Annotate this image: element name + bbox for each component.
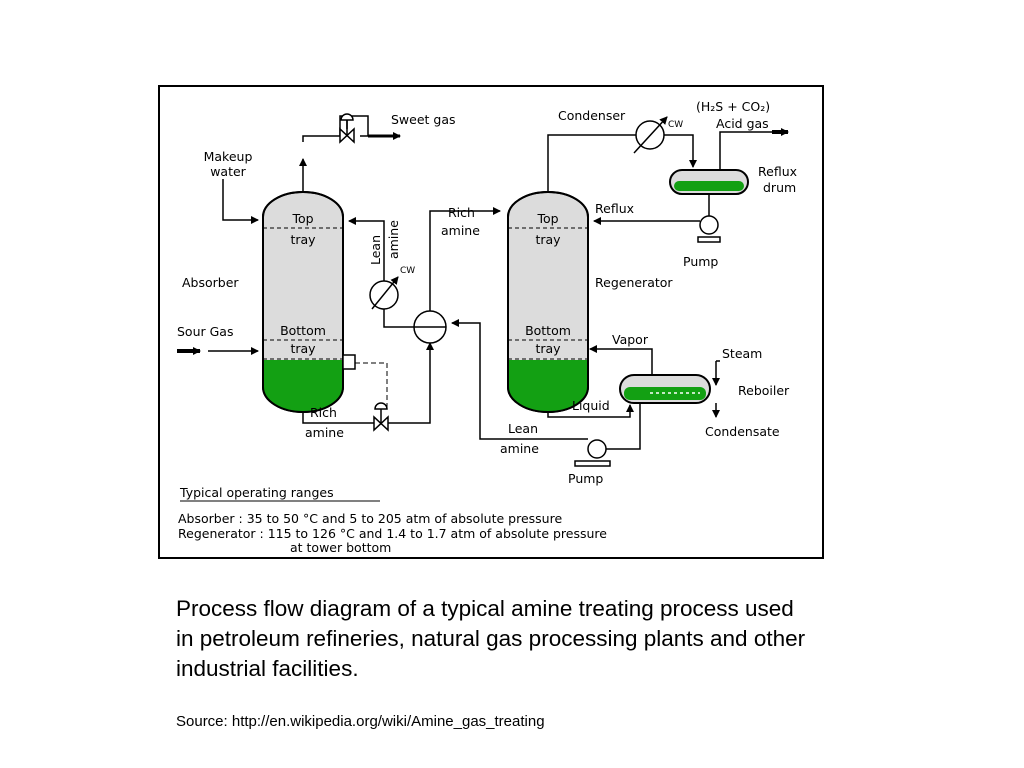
ranges-title: Typical operating ranges [179,485,334,500]
ranges-regenerator: Regenerator : 115 to 126 °C and 1.4 to 1… [178,526,607,541]
lean-label: Lean [368,235,383,265]
diagram-caption: Process flow diagram of a typical amine … [176,596,806,681]
sour-gas-label: Sour Gas [177,324,233,339]
level-controller-icon [342,354,356,370]
lean-bottom-amine-label: amine [500,441,539,456]
reflux-pump-icon [697,215,721,243]
absorber-rich-amine-label: amine [305,425,344,440]
sweet-gas-label: Sweet gas [391,112,456,127]
makeup-water-line [222,179,259,224]
absorber-column [262,191,344,413]
reflux-drum-label-2: drum [763,180,796,195]
rich-amine-line [302,412,374,424]
lean-bottom-label: Lean [508,421,538,436]
lean-pump-icon [574,439,611,467]
regen-rich-label: Rich [448,205,475,220]
lean-amine-to-exchanger-line [451,319,588,440]
lean-amine-cooler-icon [369,276,399,310]
acid-gas-line [719,131,772,170]
lean-amine-return-line [348,217,414,328]
liquid-label: Liquid [572,398,610,413]
ranges-absorber: Absorber : 35 to 50 °C and 5 to 205 atm … [178,511,562,526]
absorber-top-label: Top [291,211,313,226]
lean-pump-label: Pump [568,471,603,486]
source-citation: Source: http://en.wikipedia.org/wiki/Ami… [176,713,545,730]
rich-amine-to-regenerator-line [429,207,501,311]
water-label: water [210,164,246,179]
reflux-drum [669,169,749,195]
liquid-to-reboiler-line [547,404,634,418]
reflux-drum-label: Reflux [758,164,797,179]
regenerator-column [507,191,589,413]
regenerator-bottom-label: Bottom [525,323,571,338]
absorber-rich-label: Rich [310,405,337,420]
vapor-label: Vapor [612,332,649,347]
makeup-label: Makeup [204,149,253,164]
ranges-regenerator-2: at tower bottom [290,540,391,555]
absorber-label: Absorber [182,275,239,290]
absorber-bottom-tray-label: tray [290,341,316,356]
sweet-gas-valve-icon [339,113,355,144]
reflux-pump-label: Pump [683,254,718,269]
regenerator-top-tray-label: tray [535,232,561,247]
regen-rich-amine-label: amine [441,223,480,238]
reflux-label: Reflux [595,201,634,216]
lean-amine-label: amine [386,220,401,259]
sweet-gas-line [299,115,401,192]
regenerator-label: Regenerator [595,275,673,290]
rich-amine-valve-icon [373,402,389,432]
steam-label: Steam [722,346,762,361]
acid-gas-label: Acid gas [716,116,769,131]
lean-rich-exchanger-icon [413,310,447,344]
condenser-label: Condenser [558,108,626,123]
lean-amine-from-reboiler-line [606,403,641,450]
regenerator-bottom-tray-label: tray [535,341,561,356]
diagram-canvas: Top tray Bottom tray Sweet gas Makeup wa… [177,99,797,555]
regenerator-top-label: Top [536,211,558,226]
condensate-label: Condensate [705,424,780,439]
absorber-top-tray-label: tray [290,232,316,247]
lean-cw-label: CW [400,266,415,276]
reboiler-label: Reboiler [738,383,790,398]
reboiler [619,374,711,404]
absorber-bottom-label: Bottom [280,323,326,338]
condenser-icon [633,116,668,154]
process-flow-diagram: Top tray Bottom tray Sweet gas Makeup wa… [158,85,824,559]
condenser-cw-label: CW [668,120,683,130]
overhead-vapor-line [547,134,636,192]
acid-gas-formula: (H₂S + CO₂) [696,99,770,114]
